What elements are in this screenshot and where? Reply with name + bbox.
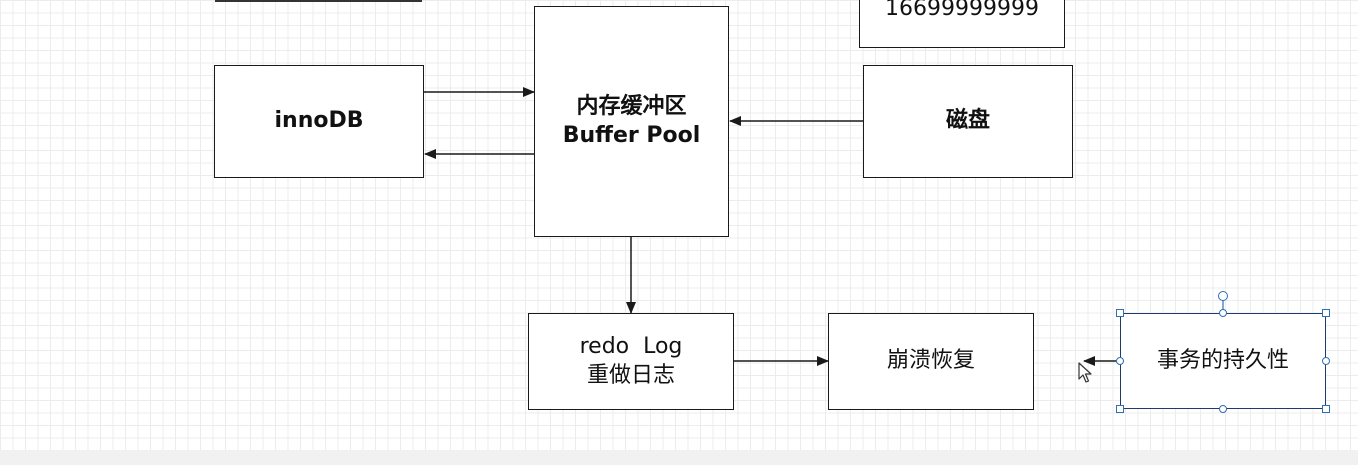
resize-handle-bottom-center[interactable] [1219,405,1227,413]
node-redo-log-label-line-2: 重做日志 [586,362,675,388]
resize-handle-top-right[interactable] [1322,309,1330,317]
mouse-pointer-icon [1078,362,1092,383]
node-redo-log[interactable]: redo Log 重做日志 [528,313,734,410]
node-crash-recovery[interactable]: 崩溃恢复 [828,313,1034,410]
node-innodb-label: innoDB [274,107,363,136]
resize-handle-top-left[interactable] [1116,309,1124,317]
node-innodb[interactable]: innoDB [214,65,424,178]
node-durability-label-line: 事务的持久性 [1156,347,1289,373]
node-crash-recovery-label: 崩溃恢复 [887,347,975,376]
node-phone-label: 16699999999 [885,0,1039,23]
resize-handle-bottom-left[interactable] [1116,405,1124,413]
node-phone-label-line: 16699999999 [885,0,1039,21]
node-crash-recovery-label-line: 崩溃恢复 [886,348,975,374]
resize-handle-middle-left[interactable] [1116,357,1124,365]
node-buffer-pool[interactable]: 内存缓冲区 Buffer Pool [534,6,729,237]
resize-handle-bottom-right[interactable] [1322,405,1330,413]
node-redo-log-label: redo Log 重做日志 [580,333,683,390]
node-phone[interactable]: 16699999999 [859,0,1065,48]
node-buffer-pool-label-line-2: Buffer Pool [562,122,701,148]
node-buffer-pool-label: 内存缓冲区 Buffer Pool [563,93,701,150]
partial-shape-edge [215,0,422,2]
resize-handle-middle-right[interactable] [1322,357,1330,365]
node-buffer-pool-label-line-1: 内存缓冲区 [576,93,687,119]
node-redo-log-label-line-1: redo Log [579,333,683,359]
node-disk-label: 磁盘 [946,107,990,136]
resize-handle-top-center[interactable] [1219,309,1227,317]
node-durability[interactable]: 事务的持久性 [1120,313,1326,409]
canvas-bottom-bar [0,450,1358,465]
node-durability-label: 事务的持久性 [1157,347,1289,376]
rotate-handle[interactable] [1218,291,1228,301]
diagram-canvas[interactable]: 16699999999 innoDB 内存缓冲区 Buffer Pool 磁盘 … [0,0,1358,450]
node-disk-label-line: 磁盘 [945,108,990,134]
diagram-edges [424,87,1224,366]
node-disk[interactable]: 磁盘 [863,65,1073,178]
node-innodb-label-line: innoDB [274,108,364,134]
